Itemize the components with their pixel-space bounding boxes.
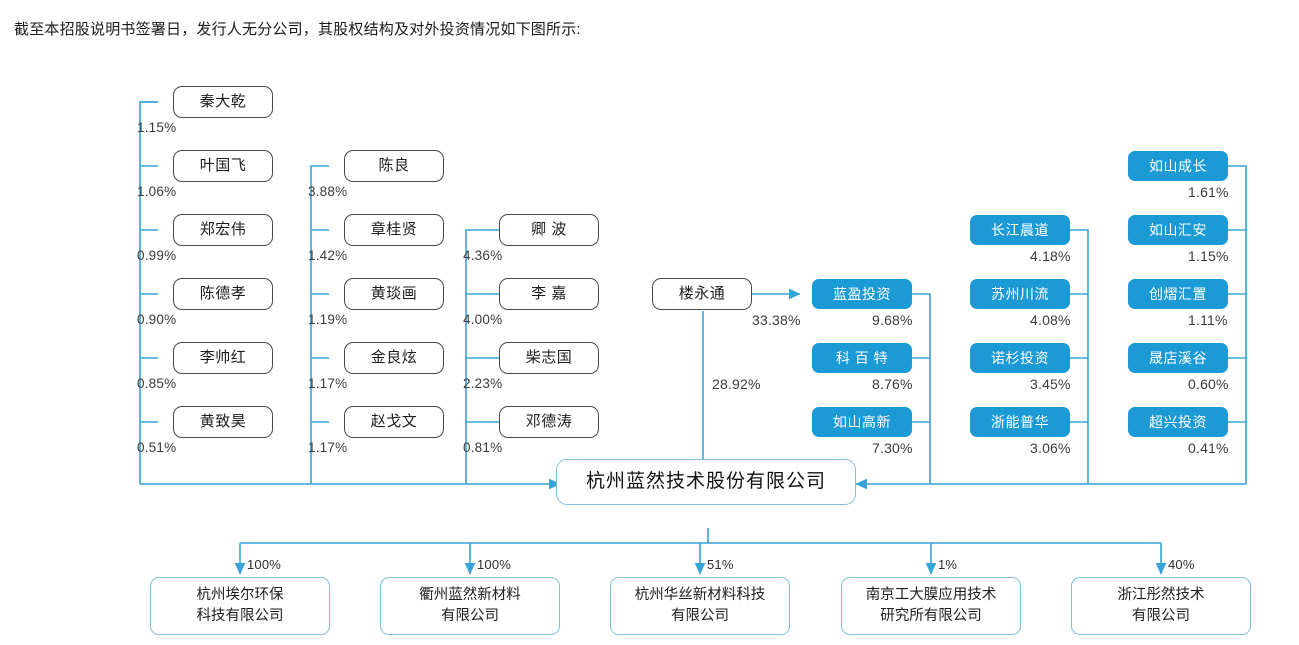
shareholder-pct: 0.51%: [137, 440, 177, 455]
shareholder-box-person[interactable]: 郑宏伟: [173, 214, 273, 246]
shareholder-pct: 8.76%: [872, 376, 913, 392]
shareholder-pct: 1.15%: [1188, 248, 1229, 264]
shareholder-box-person[interactable]: 叶国飞: [173, 150, 273, 182]
shareholder-pct: 0.99%: [137, 248, 177, 263]
shareholder-box-person[interactable]: 黄致昊: [173, 406, 273, 438]
shareholder-pct: 0.85%: [137, 376, 177, 391]
shareholder-box-person[interactable]: 李 嘉: [499, 278, 599, 310]
shareholder-pct: 0.41%: [1188, 440, 1229, 456]
controlling-shareholder-box[interactable]: 楼永通: [652, 278, 752, 310]
subsidiary-pct: 100%: [247, 557, 282, 572]
subsidiary-box[interactable]: 南京工大膜应用技术 研究所有限公司: [841, 577, 1021, 635]
shareholder-box-institution[interactable]: 创熠汇置: [1128, 279, 1228, 309]
intro-paragraph: 截至本招股说明书签署日，发行人无分公司，其股权结构及对外投资情况如下图所示:: [14, 21, 581, 38]
shareholder-pct: 4.36%: [463, 248, 503, 263]
shareholder-pct: 0.60%: [1188, 376, 1229, 392]
shareholder-box-institution[interactable]: 如山高新: [812, 407, 912, 437]
shareholder-pct: 7.30%: [872, 440, 913, 456]
shareholder-pct: 1.19%: [308, 312, 348, 327]
shareholder-box-person[interactable]: 章桂贤: [344, 214, 444, 246]
controlling-shareholder-pct-to-lanying: 33.38%: [752, 312, 801, 328]
shareholder-pct: 9.68%: [872, 312, 913, 328]
shareholder-box-person[interactable]: 柴志国: [499, 342, 599, 374]
shareholder-box-person[interactable]: 陈德孝: [173, 278, 273, 310]
main-company-box[interactable]: 杭州蓝然技术股份有限公司: [556, 459, 856, 505]
shareholder-pct: 4.18%: [1030, 248, 1071, 264]
shareholder-pct: 1.17%: [308, 376, 348, 391]
shareholder-box-institution[interactable]: 科 百 特: [812, 343, 912, 373]
shareholder-box-person[interactable]: 卿 波: [499, 214, 599, 246]
shareholder-pct: 1.17%: [308, 440, 348, 455]
subsidiary-pct: 100%: [477, 557, 512, 572]
shareholder-box-institution[interactable]: 长江晨道: [970, 215, 1070, 245]
shareholder-pct: 4.00%: [463, 312, 503, 327]
shareholder-box-person[interactable]: 黄琰画: [344, 278, 444, 310]
shareholder-pct: 1.61%: [1188, 184, 1229, 200]
shareholder-pct: 1.06%: [137, 184, 177, 199]
controlling-shareholder-direct-pct: 28.92%: [712, 376, 761, 392]
shareholder-pct: 1.11%: [1188, 312, 1228, 328]
shareholder-box-institution[interactable]: 晟店溪谷: [1128, 343, 1228, 373]
shareholder-pct: 3.45%: [1030, 376, 1071, 392]
shareholder-box-person[interactable]: 陈良: [344, 150, 444, 182]
shareholder-box-institution[interactable]: 如山汇安: [1128, 215, 1228, 245]
shareholder-pct: 3.06%: [1030, 440, 1071, 456]
shareholder-box-person[interactable]: 赵戈文: [344, 406, 444, 438]
shareholder-box-institution[interactable]: 苏州川流: [970, 279, 1070, 309]
ownership-structure-diagram: 秦大乾 1.15% 叶国飞 1.06% 郑宏伟 0.99% 陈德孝 0.90% …: [0, 62, 1299, 645]
shareholder-pct: 2.23%: [463, 376, 503, 391]
subsidiary-box[interactable]: 杭州埃尔环保 科技有限公司: [150, 577, 330, 635]
shareholder-pct: 0.90%: [137, 312, 177, 327]
shareholder-pct: 4.08%: [1030, 312, 1071, 328]
shareholder-box-institution[interactable]: 诺杉投资: [970, 343, 1070, 373]
shareholder-box-person[interactable]: 金良炫: [344, 342, 444, 374]
subsidiary-box[interactable]: 杭州华丝新材料科技 有限公司: [610, 577, 790, 635]
shareholder-box-person[interactable]: 邓德涛: [499, 406, 599, 438]
shareholder-box-person[interactable]: 秦大乾: [173, 86, 273, 118]
shareholder-box-person[interactable]: 李帅红: [173, 342, 273, 374]
shareholder-box-institution[interactable]: 浙能普华: [970, 407, 1070, 437]
shareholder-pct: 0.81%: [463, 440, 503, 455]
subsidiary-box[interactable]: 浙江彤然技术 有限公司: [1071, 577, 1251, 635]
subsidiary-pct: 1%: [938, 557, 958, 572]
shareholder-pct: 1.42%: [308, 248, 348, 263]
subsidiary-pct: 51%: [707, 557, 734, 572]
subsidiary-pct: 40%: [1168, 557, 1195, 572]
shareholder-box-institution[interactable]: 蓝盈投资: [812, 279, 912, 309]
shareholder-pct: 1.15%: [137, 120, 177, 135]
shareholder-pct: 3.88%: [308, 184, 348, 199]
shareholder-box-institution[interactable]: 超兴投资: [1128, 407, 1228, 437]
shareholder-box-institution[interactable]: 如山成长: [1128, 151, 1228, 181]
subsidiary-box[interactable]: 衢州蓝然新材料 有限公司: [380, 577, 560, 635]
